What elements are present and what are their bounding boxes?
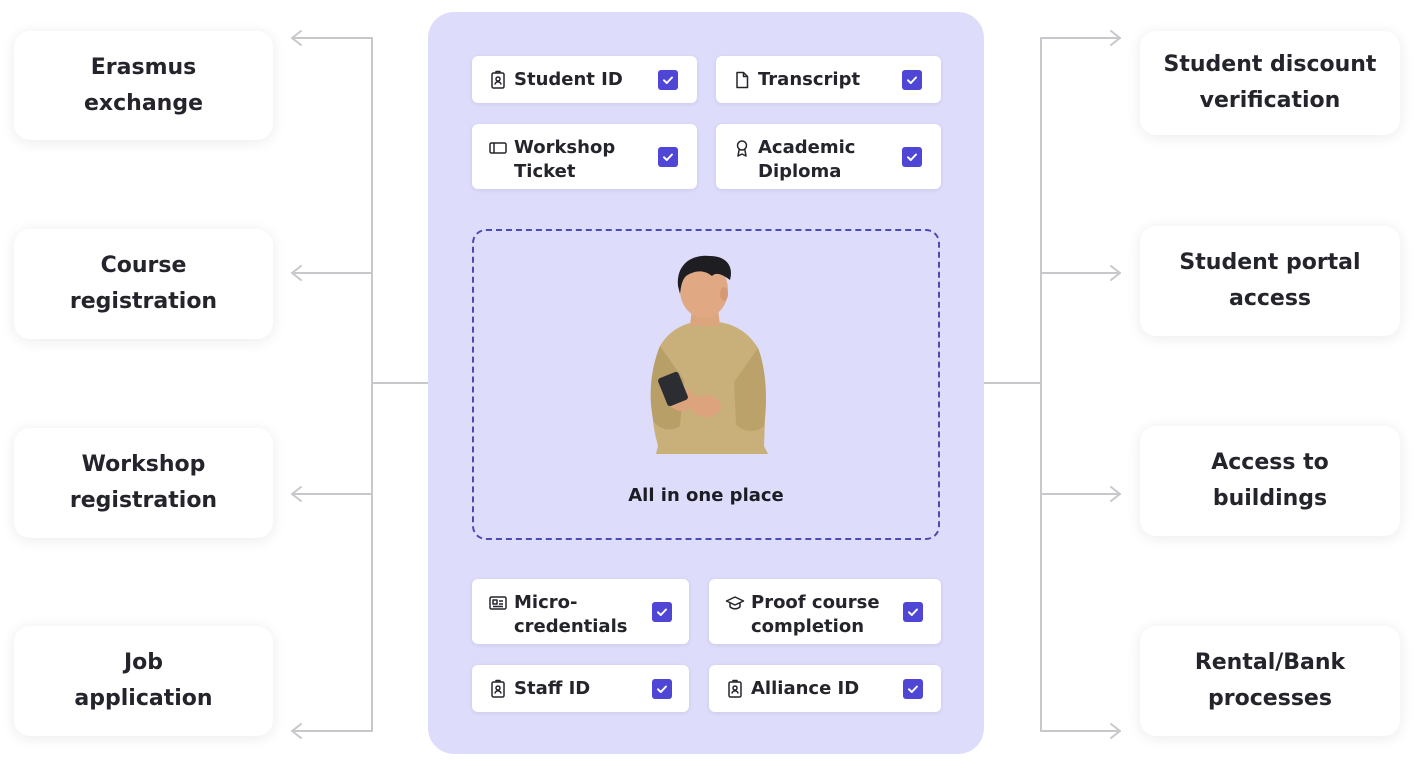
document-icon [732, 70, 752, 90]
checkbox-checked[interactable] [658, 69, 678, 90]
graduation-cap-icon [725, 593, 745, 613]
checkbox-checked[interactable] [903, 601, 923, 622]
credential-staff-id[interactable]: Staff ID [472, 665, 689, 712]
credential-transcript[interactable]: Transcript [716, 56, 941, 103]
credential-label: Transcript [758, 69, 861, 90]
id-badge-icon [488, 679, 508, 699]
id-card-icon [488, 593, 508, 613]
credential-label: Student ID [514, 69, 623, 90]
credential-label: Alliance ID [751, 678, 860, 699]
credential-label: Micro-credentials [514, 592, 628, 637]
id-badge-icon [488, 70, 508, 90]
checkbox-checked[interactable] [902, 69, 922, 90]
all-in-one-place-area [472, 229, 940, 540]
checkbox-checked[interactable] [903, 678, 923, 699]
credential-micro-credentials[interactable]: Micro-credentials [472, 579, 689, 644]
ticket-icon [488, 138, 508, 158]
credential-alliance-id[interactable]: Alliance ID [709, 665, 941, 712]
student-with-phone-illustration [650, 255, 768, 454]
checkbox-checked[interactable] [658, 146, 678, 167]
id-badge-icon [725, 679, 745, 699]
award-icon [732, 138, 752, 158]
all-in-one-place-caption: All in one place [628, 485, 784, 506]
checkbox-checked[interactable] [902, 146, 922, 167]
credential-label: Staff ID [514, 678, 591, 699]
credential-student-id[interactable]: Student ID [472, 56, 697, 103]
checkbox-checked[interactable] [652, 678, 672, 699]
checkbox-checked[interactable] [652, 601, 672, 622]
